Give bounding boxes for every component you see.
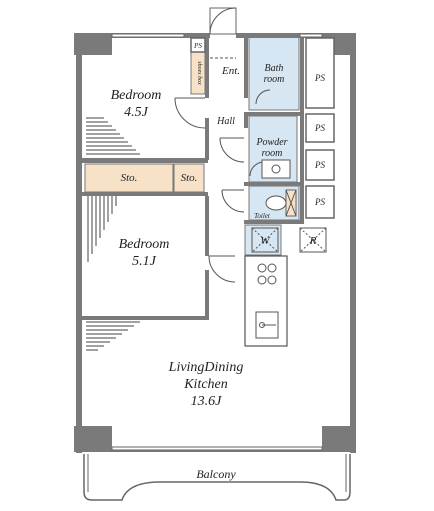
- powder-name: Powder: [255, 137, 287, 148]
- storage-floor-2: [173, 163, 205, 193]
- doors: [174, 89, 271, 283]
- balcony-outline: [83, 454, 351, 501]
- ldk-name-2: Kitchen: [183, 377, 228, 392]
- shoe-box-name: shoes box: [196, 61, 202, 85]
- interior-walls: [82, 38, 304, 320]
- closet-hatch-2: [87, 196, 117, 262]
- ldk-name: LivingDining: [168, 360, 244, 375]
- bedroom1-name: Bedroom: [111, 88, 162, 103]
- toilet-fixture: [265, 189, 297, 217]
- ps-label-5: PS: [193, 42, 202, 50]
- storage2-name: Sto.: [181, 172, 198, 184]
- bedroom1-size: 4.5J: [124, 105, 149, 120]
- hall-name: Hall: [216, 116, 235, 127]
- bath-name: Bath: [265, 63, 284, 74]
- bedroom2-name: Bedroom: [119, 237, 170, 252]
- closet-hatch-1: [86, 117, 140, 155]
- windows: [111, 33, 323, 451]
- ldk-hatch: [86, 321, 140, 351]
- washer-space: [244, 224, 282, 256]
- powder-name-2: room: [262, 148, 283, 159]
- ps-label-2: PS: [314, 123, 325, 133]
- ldk-size: 13.6J: [191, 394, 223, 409]
- washer-label: W: [260, 235, 270, 247]
- ps-label-3: PS: [314, 160, 325, 170]
- kitchen-counter: [244, 255, 288, 347]
- balcony-name: Balcony: [196, 467, 236, 481]
- fridge-box: [299, 227, 327, 253]
- ps-label-4: PS: [314, 197, 325, 207]
- storage1-name: Sto.: [121, 172, 138, 184]
- ps-label-1: PS: [314, 73, 325, 83]
- toilet-name: Toilet: [254, 212, 271, 220]
- entrance-door: [209, 7, 237, 35]
- fridge-label: R: [309, 235, 317, 247]
- bedroom2-size: 5.1J: [132, 254, 157, 269]
- entrance-name: Ent.: [221, 65, 240, 77]
- bath-name-2: room: [264, 74, 285, 85]
- ps-shafts: [190, 37, 335, 219]
- powder-sink: [261, 159, 291, 179]
- washer-box: [251, 227, 279, 253]
